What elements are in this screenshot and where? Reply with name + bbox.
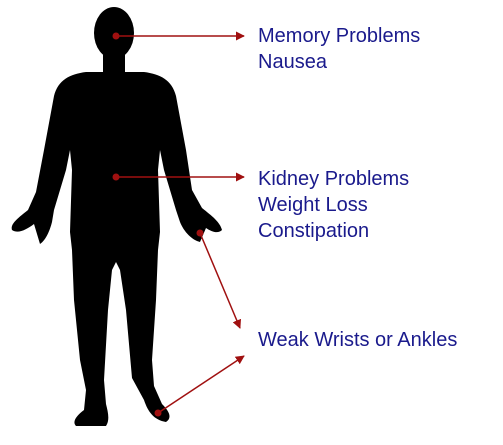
pointer-ankle bbox=[155, 356, 245, 417]
arrow-wrist bbox=[200, 233, 240, 328]
head-symptoms: Memory Problems Nausea bbox=[258, 23, 420, 75]
arrow-ankle bbox=[158, 356, 244, 413]
limb-symptoms: Weak Wrists or Ankles bbox=[258, 327, 457, 353]
symptom-label: Nausea bbox=[258, 49, 420, 75]
symptom-label: Kidney Problems bbox=[258, 166, 409, 192]
symptom-label: Weight Loss bbox=[258, 192, 409, 218]
human-silhouette bbox=[12, 7, 222, 426]
torso-symptoms: Kidney Problems Weight Loss Constipation bbox=[258, 166, 409, 244]
symptom-label: Memory Problems bbox=[258, 23, 420, 49]
pointer-wrist bbox=[197, 230, 241, 329]
symptom-label: Weak Wrists or Ankles bbox=[258, 327, 457, 353]
symptom-label: Constipation bbox=[258, 218, 409, 244]
